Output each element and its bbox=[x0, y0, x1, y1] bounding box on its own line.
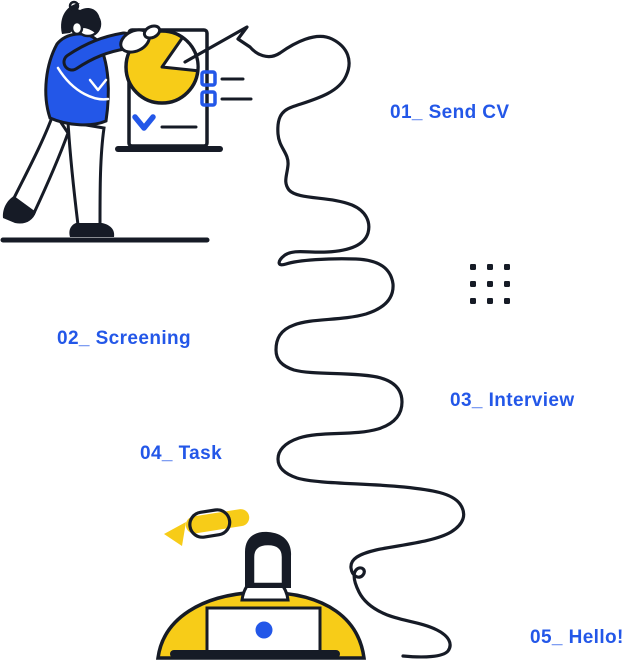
hair-curl bbox=[68, 0, 80, 12]
back-leg bbox=[12, 108, 70, 216]
hand bbox=[119, 24, 162, 54]
step-label-screening: 02_ Screening bbox=[57, 328, 192, 349]
winding-path bbox=[183, 25, 466, 659]
front-shoe bbox=[69, 223, 115, 237]
recruiter-person bbox=[2, 0, 134, 237]
recruiter-illustration bbox=[0, 0, 253, 243]
arrow-down-icon bbox=[132, 114, 156, 131]
back-shoe bbox=[2, 196, 37, 224]
laptop-logo bbox=[255, 621, 273, 639]
laptop-base bbox=[170, 650, 340, 658]
pie-chart-icon bbox=[124, 29, 200, 105]
step-label-hello: 05_ Hello! bbox=[530, 627, 624, 648]
checkbox-icon bbox=[200, 70, 217, 87]
hair bbox=[61, 3, 100, 34]
front-leg bbox=[66, 120, 106, 227]
dots-grid-icon bbox=[470, 264, 510, 304]
step-label-interview: 03_ Interview bbox=[450, 390, 575, 411]
candidate-illustration bbox=[156, 531, 366, 660]
pencil-icon bbox=[164, 508, 250, 546]
checklist-items bbox=[200, 70, 253, 107]
step-label-send-cv: 01_ Send CV bbox=[390, 102, 510, 123]
candidate-face bbox=[251, 542, 285, 586]
pencil-tip bbox=[164, 522, 186, 546]
laptop-icon bbox=[170, 606, 340, 658]
checkbox-icon bbox=[200, 90, 217, 107]
step-label-task: 04_ Task bbox=[140, 443, 223, 464]
ear bbox=[70, 20, 84, 36]
